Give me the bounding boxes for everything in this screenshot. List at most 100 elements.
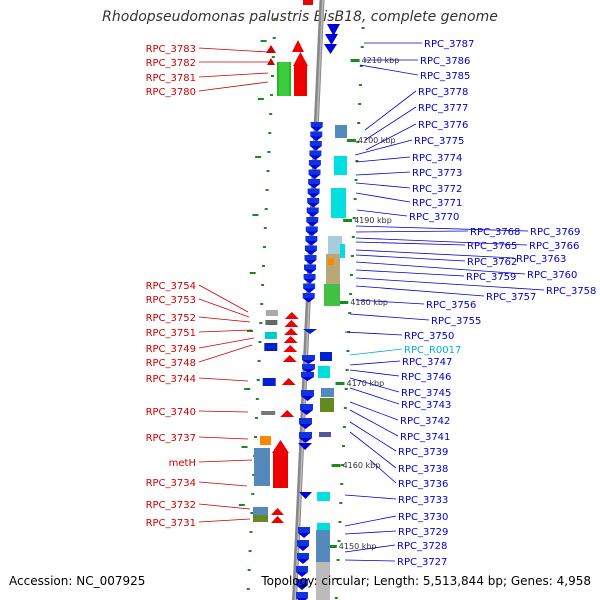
scale-tick [358, 84, 362, 86]
right-gene-label: RPC_3778 [418, 87, 468, 98]
gene-block [304, 264, 316, 270]
forward-gene-arrow [271, 508, 284, 515]
scale-tick [266, 170, 270, 172]
left-gene-connector [198, 298, 250, 318]
gene-block-green-shade [279, 62, 289, 96]
scale-tick [349, 293, 353, 295]
forward-gene-arrow [284, 312, 299, 319]
right-gene-connector [355, 249, 515, 259]
kbp-tick [350, 59, 360, 62]
kbp-label: 4150 kbp [339, 542, 377, 551]
scale-tick [261, 284, 265, 286]
accession-text: Accession: NC_007925 [9, 574, 146, 588]
gene-block [262, 378, 276, 386]
forward-gene-arrow [283, 336, 298, 343]
gene-block-cyan [317, 492, 330, 501]
right-gene-label: RPC_3765 [467, 241, 517, 252]
right-gene-connector [355, 277, 545, 291]
left-gene-connector [198, 518, 251, 523]
right-gene-connector [355, 269, 465, 277]
scale-tick [348, 312, 352, 314]
gene-block [299, 432, 312, 438]
right-gene-label: RPC_3742 [400, 416, 450, 427]
reverse-gene-arrow [304, 250, 317, 255]
left-gene-connector [198, 481, 248, 487]
left-gene-connector [198, 284, 249, 313]
right-gene-connector [355, 156, 411, 163]
gene-block [264, 343, 278, 351]
scale-tick [273, 18, 277, 20]
gene-block [302, 364, 315, 369]
scale-tick [268, 132, 272, 134]
forward-gene-arrow [281, 378, 296, 385]
reverse-gene-arrow [299, 424, 312, 429]
reverse-gene-arrow [299, 438, 312, 443]
gene-block [319, 432, 331, 437]
scale-tick [254, 436, 257, 438]
scale-tick-major [257, 98, 264, 100]
gene-block [253, 515, 268, 522]
right-gene-connector [349, 360, 401, 366]
reverse-gene-arrow [303, 329, 317, 334]
scale-tick-major [249, 272, 256, 274]
reverse-gene-arrow [300, 410, 313, 415]
scale-tick [361, 27, 365, 29]
kbp-tick [327, 545, 337, 548]
right-gene-label: RPC_3785 [420, 71, 470, 82]
gene-block [306, 217, 319, 222]
right-gene-label: RPC_3773 [412, 168, 462, 179]
scale-tick [341, 464, 345, 466]
reverse-gene-arrow [301, 377, 314, 381]
gene-block [265, 320, 278, 325]
gene-block-red [303, 0, 313, 5]
right-gene-label: RPC_3755 [431, 316, 481, 327]
kbp-label: 4180 kbp [350, 298, 388, 307]
scale-tick [339, 502, 343, 504]
scale-tick [360, 46, 364, 48]
right-gene-connector [355, 254, 466, 262]
forward-gene-arrow [284, 328, 299, 335]
gene-block [302, 355, 315, 360]
forward-gene-arrow [267, 58, 275, 65]
right-gene-label: RPC_3745 [401, 388, 451, 399]
gene-block-orange [328, 258, 334, 265]
gene-block-meth [254, 448, 270, 486]
reverse-gene-arrow [297, 559, 309, 564]
gene-block-cyan [334, 156, 347, 175]
left-gene-connector [198, 72, 269, 78]
right-gene-label: RPC_3733 [398, 495, 448, 506]
right-gene-connector [364, 106, 417, 141]
gene-block-cyan [318, 366, 330, 378]
left-gene-label: RPC_3781 [146, 73, 196, 84]
kbp-label: 4190 kbp [354, 216, 392, 225]
gene-block [296, 579, 308, 585]
left-gene-label: RPC_3754 [146, 281, 196, 292]
scale-tick [269, 113, 273, 115]
gene-block [297, 540, 309, 546]
scale-tick [262, 246, 266, 248]
left-gene-connector [198, 329, 253, 333]
left-gene-label: RPC_3780 [146, 87, 196, 98]
right-gene-label: RPC_3786 [420, 56, 470, 67]
scale-tick [359, 65, 363, 67]
gene-block [299, 418, 312, 424]
right-gene-connector [355, 261, 526, 275]
scale-tick [270, 75, 274, 77]
right-gene-connector [355, 171, 411, 176]
forward-gene-arrow [271, 516, 284, 523]
scale-tick [256, 379, 260, 381]
left-gene-label: RPC_3748 [146, 358, 196, 369]
gene-block-green [324, 284, 340, 306]
right-gene-label: RPC_3787 [424, 39, 474, 50]
scale-tick-major [247, 330, 253, 332]
right-gene-label: RPC_3775 [414, 136, 464, 147]
right-gene-connector [359, 64, 419, 76]
reverse-gene-arrow [308, 165, 321, 170]
scale-tick [334, 597, 338, 599]
left-gene-label: RPC_3744 [146, 374, 196, 385]
right-gene-label: RPC_3772 [412, 184, 462, 195]
map-title: Rhodopseudomonas palustris BisB18, compl… [102, 9, 498, 25]
gene-block [304, 255, 317, 260]
right-gene-connector [349, 348, 403, 356]
scale-tick [335, 578, 339, 580]
